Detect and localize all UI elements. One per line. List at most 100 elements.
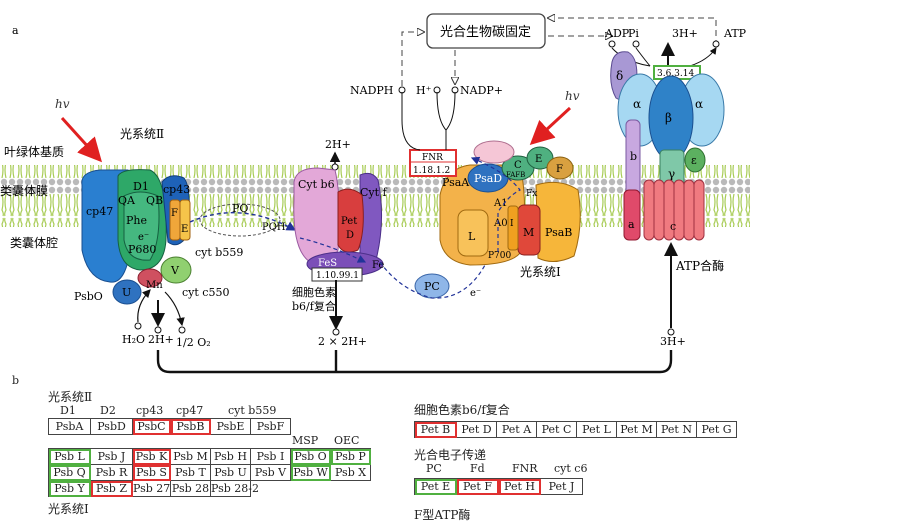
gene-group-header: cp47: [176, 404, 204, 417]
empty-cell: [251, 481, 291, 497]
a-label: a: [628, 218, 635, 231]
gene-cell: Pet N: [657, 422, 697, 438]
carbon-fixation-label: 光合生物碳固定: [440, 25, 531, 40]
gene-cell: Psb W: [291, 465, 331, 481]
gene-group-header: Fd: [470, 462, 485, 475]
gene-group-header: PC: [426, 462, 442, 475]
pq-label: PQ: [232, 202, 248, 215]
gene-cell: Psb 28-2: [211, 481, 260, 497]
gene-cell: Psb Y: [49, 481, 91, 497]
gene-cell: Pet D: [457, 422, 497, 438]
b-label: b: [630, 150, 637, 163]
gene-group-header: cp43: [136, 404, 164, 417]
nadph-to-carbon: [401, 32, 424, 86]
adp-label: ADP: [604, 27, 630, 40]
gene-cell: Pet B: [415, 422, 457, 438]
ps2-title: 光系统Ⅱ: [120, 127, 164, 141]
e-ps1-label: E: [535, 154, 542, 165]
cyt-title: 细胞色素: [292, 285, 336, 299]
cyt-bottom-h-label: 2 × 2H+: [318, 335, 367, 348]
gene-cell: Psb I: [251, 449, 291, 465]
gene-group-header: MSP: [292, 434, 319, 447]
gene-cell: Psb 28: [171, 481, 211, 497]
hv-right-label: hv: [565, 89, 580, 103]
epsilon-subunit: [684, 147, 706, 173]
nadph-label: NADPH: [350, 84, 393, 97]
oxygen-arrow: [164, 291, 185, 327]
gene-cell: Pet E: [415, 479, 457, 495]
d2-subunit: [123, 191, 160, 261]
ps1-gene-title: 光系统Ⅰ: [48, 502, 89, 516]
gene-cell: PsbD: [91, 419, 133, 435]
atp-to-carbon: [548, 18, 717, 46]
gene-cell: Pet H: [499, 479, 541, 495]
hv-left-label: hv: [55, 97, 70, 111]
gene-group-header: D1: [60, 404, 76, 417]
d1-label: D1: [133, 180, 149, 193]
gene-cell: Pet F: [457, 479, 499, 495]
psb-e-subunit: [179, 199, 191, 241]
psae-subunit: [526, 146, 554, 170]
ps2-electron-label: e⁻: [138, 232, 149, 243]
psbo-label: PsbO: [74, 290, 103, 303]
lumen-label: 类囊体腔: [10, 235, 58, 250]
gene-cell: PsbE: [211, 419, 251, 435]
pqh2-label: PQH₂: [262, 222, 290, 233]
gene-cell: Psb K: [133, 449, 171, 465]
cyt-b6-subunit: [293, 167, 340, 264]
o2-label: 1/2 O₂: [176, 336, 211, 349]
panel-a-label: a: [12, 24, 19, 37]
gene-cell: Psb S: [133, 465, 171, 481]
p700-label: P700: [488, 251, 512, 261]
pet-label: Pet: [341, 216, 357, 227]
fe-label: Fe: [372, 260, 384, 271]
atp-3h-bottom-label: 3H+: [660, 335, 686, 348]
gene-cell: Pet L: [577, 422, 617, 438]
gene-cell: Psb P: [331, 449, 371, 465]
p680-label: P680: [128, 243, 156, 256]
gene-cell: Psb L: [49, 449, 91, 465]
water-2h-label: 2H+: [148, 333, 174, 346]
pi-label: Pi: [628, 27, 639, 40]
c-label: C: [514, 160, 522, 171]
pq-pool-loop: [199, 203, 281, 237]
nadph-path: [401, 92, 421, 151]
gene-cell: Pet M: [617, 422, 657, 438]
atp-ec-label: 3.6.3.14: [657, 69, 694, 79]
gene-cell: Psb O: [291, 449, 331, 465]
psab-label: PsaB: [545, 226, 572, 239]
gene-cell: Pet A: [497, 422, 537, 438]
oec-cluster: [137, 268, 163, 288]
cytb559-label: cyt b559: [195, 246, 243, 259]
a0-label: A0: [493, 218, 508, 229]
gene-cell: Psb R: [91, 465, 133, 481]
proton-gradient-line: [156, 350, 673, 374]
gene-group-header: cyt b559: [228, 404, 277, 417]
water-arrow: [137, 289, 151, 323]
ps2-gene-title: 光系统Ⅱ: [48, 390, 93, 404]
psa-i-subunit: [507, 205, 519, 251]
l-label: L: [468, 230, 476, 243]
fnr-label: FNR: [422, 153, 443, 163]
psaf-subunit: [546, 156, 574, 180]
fes-label: FeS: [318, 258, 337, 269]
mn-label: Mn: [146, 280, 163, 291]
membrane-label: 类囊体膜: [0, 183, 48, 198]
alpha-right-label: α: [695, 97, 703, 111]
cyt-gene-title: 细胞色素b6/f复合: [414, 403, 510, 417]
cp47-label: cp47: [86, 205, 113, 218]
gene-cell: PsbF: [251, 419, 291, 435]
light-arrow-right: [529, 106, 572, 146]
psb-f-subunit: [169, 199, 181, 241]
gamma-label: γ: [668, 167, 675, 181]
empty-cell: [331, 481, 371, 497]
carbon-fixation-box: [426, 13, 546, 49]
pc-electron-label: e⁻: [470, 288, 481, 299]
gene-cell: Psb Z: [91, 481, 133, 497]
panel-b-label: b: [12, 374, 20, 387]
h-plus-label: H⁺: [416, 84, 432, 97]
u-subunit: [112, 279, 142, 305]
alpha-left-label: α: [633, 97, 641, 111]
